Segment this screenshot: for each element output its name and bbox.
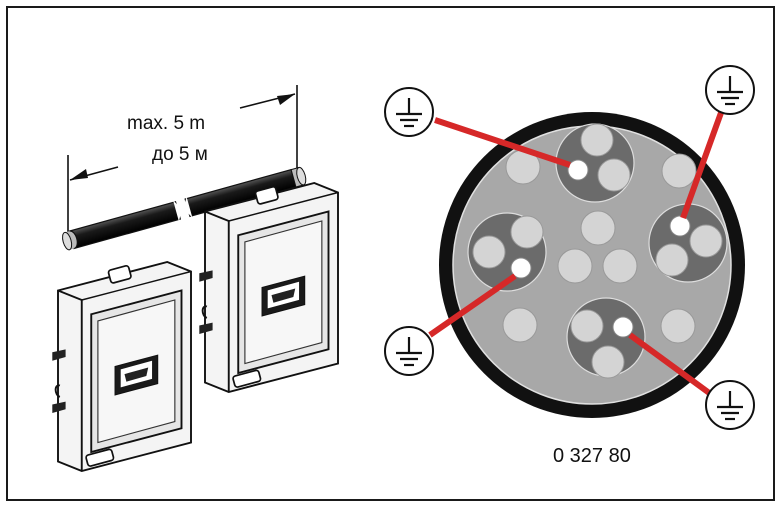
conductors (472, 123, 723, 379)
ground-icon (383, 86, 435, 138)
ground-icon (704, 379, 756, 431)
dimension-arrow-right (239, 93, 296, 109)
ground-icon (383, 325, 435, 377)
hdmi-socket-back (198, 182, 339, 393)
hdmi-cable (62, 166, 307, 251)
leader-lines (428, 108, 725, 398)
dimension-arrow-left (69, 166, 119, 181)
reference-code: 0 327 80 (553, 445, 631, 467)
dimension-label-en: max. 5 m (127, 113, 205, 134)
dimension-label-ru: до 5 м (152, 144, 208, 165)
drain-wires (510, 159, 691, 338)
cable-cross-section (383, 64, 756, 431)
hdmi-socket-front (51, 261, 192, 472)
ground-icon (704, 64, 756, 116)
socket-illustration: max. 5 m до 5 м (51, 85, 339, 472)
